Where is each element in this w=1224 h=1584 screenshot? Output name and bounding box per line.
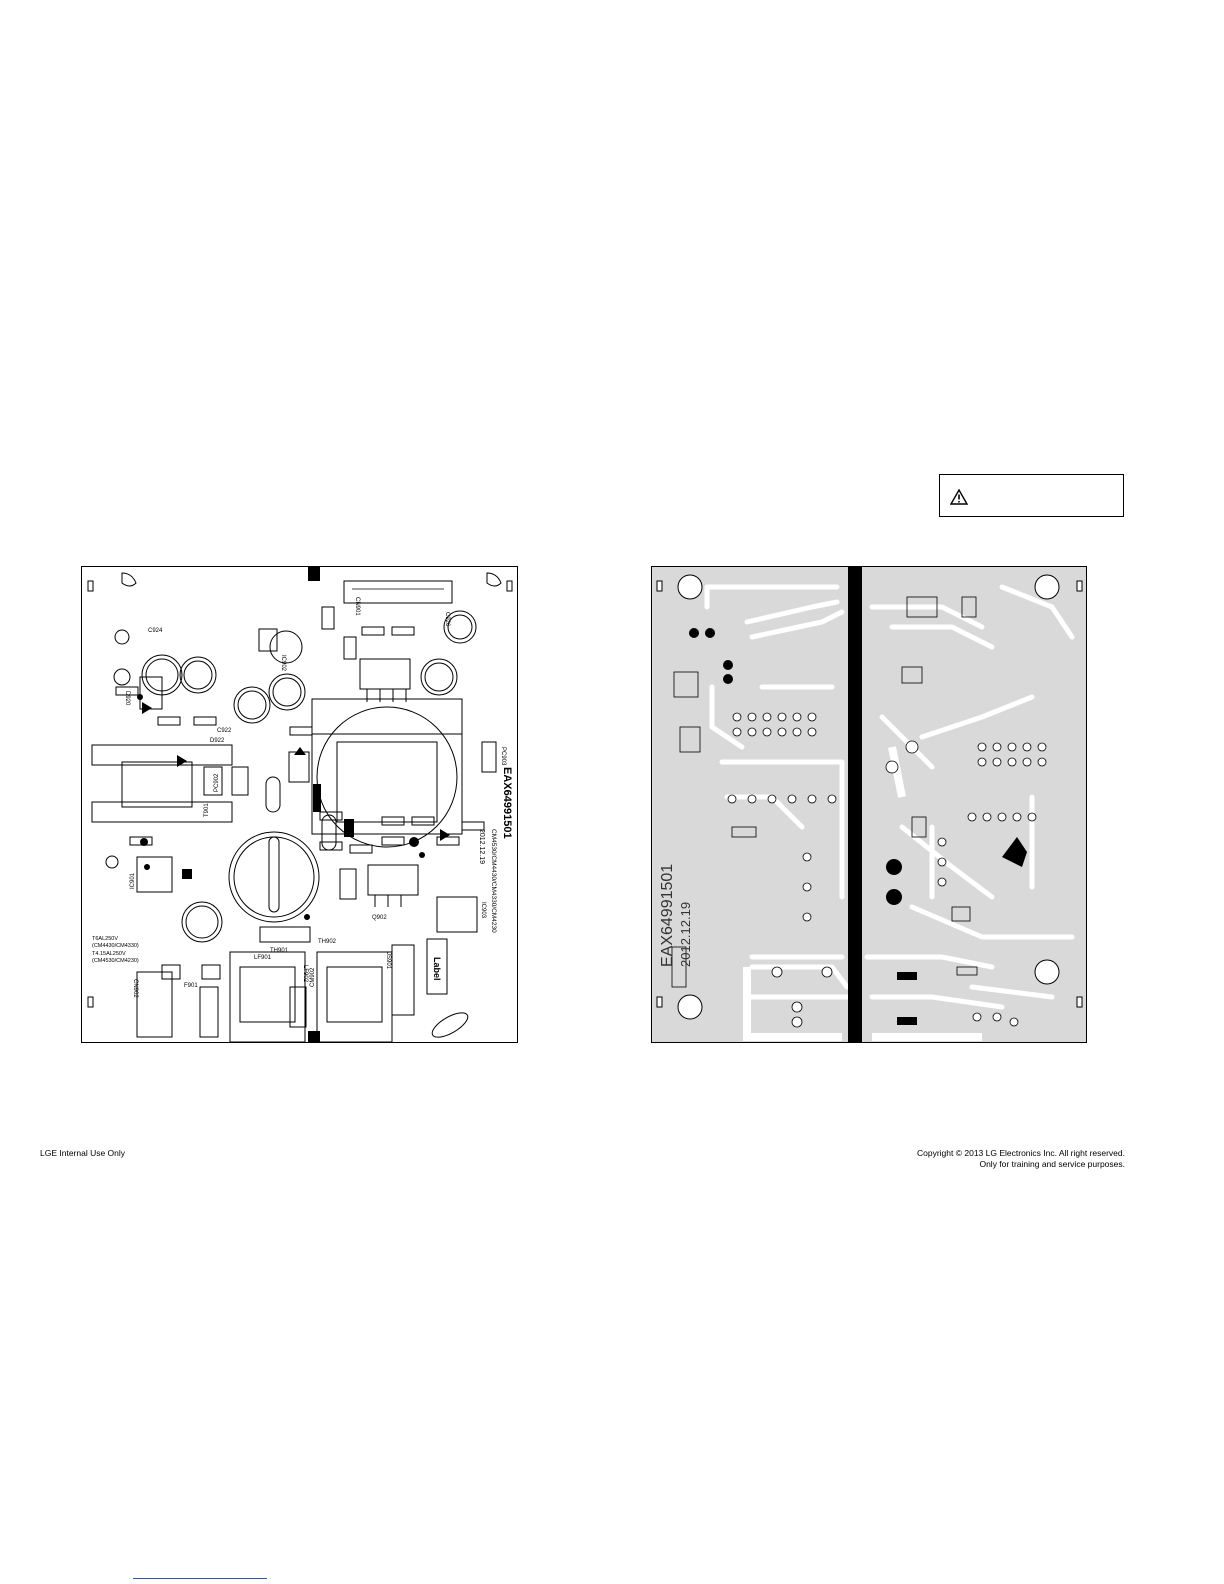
ref-label-lf901: LF901 [254, 955, 272, 961]
right-board-date: 2012.12.19 [678, 902, 693, 967]
ref-label-lf902: LF902 [302, 965, 308, 983]
ref-label-c924: C924 [148, 628, 163, 634]
right-board-part-number: EAX64991501 [659, 864, 676, 967]
pcb-component-side: EAX64991501 CM4530/CM4430/CM4330/CM4230 … [81, 566, 518, 1043]
warning-box [939, 474, 1124, 517]
ref-label-q902: Q902 [372, 915, 387, 921]
ref-label-js901: JS901 [385, 952, 391, 970]
ref-label-f901: F901 [184, 983, 198, 989]
bottom-link-underline [133, 1578, 267, 1579]
ref-label-ic902: IC902 [280, 655, 286, 672]
footer-copyright: Copyright © 2013 LG Electronics Inc. All… [917, 1148, 1125, 1158]
ref-label-th902: TH902 [318, 939, 337, 945]
left-board-part-number: EAX64991501 [501, 767, 513, 839]
ref-label-th901: TH901 [270, 948, 289, 954]
ref-label-ic901: IC901 [130, 872, 136, 889]
ref-label-cm902: CM902 [310, 967, 316, 987]
ref-label-cn901: CN901 [354, 597, 360, 616]
pcb-solder-layout: EAX64991501 2012.12.19 [656, 567, 1083, 1042]
footer-internal-use: LGE Internal Use Only [40, 1148, 126, 1158]
warning-triangle-icon [950, 489, 968, 505]
ref-label-d920: D920 [124, 691, 130, 706]
fuse-note-1-models: (CM4430/CM4330) [92, 943, 139, 949]
ref-label-d922: D922 [210, 738, 225, 744]
footer-purpose: Only for training and service purposes. [979, 1159, 1125, 1169]
ref-label-ic903: IC903 [480, 902, 486, 919]
pcb-solder-side: EAX64991501 2012.12.19 [651, 566, 1087, 1043]
left-board-date: 2012.12.19 [478, 829, 485, 864]
ref-label-c922: C922 [217, 728, 232, 734]
fuse-note-2-models: (CM4530/CM4230) [92, 958, 139, 964]
label-area: Label [432, 957, 442, 981]
ref-label-pc902: PC902 [214, 773, 220, 792]
ref-label-pc903: PC903 [500, 747, 506, 766]
pcb-component-layout: EAX64991501 CM4530/CM4430/CM4330/CM4230 … [87, 567, 513, 1042]
fuse-note-1: T6AL250V [92, 936, 118, 942]
left-board-models: CM4530/CM4430/CM4330/CM4230 [490, 829, 497, 933]
ref-label-t901: T901 [204, 803, 210, 817]
footer-copyright-block: Copyright © 2013 LG Electronics Inc. All… [917, 1148, 1125, 1170]
ref-label-c926: C926 [444, 612, 450, 627]
fuse-note-2: T4.15AL250V [92, 951, 126, 957]
ref-label-cn902: CN902 [132, 979, 138, 998]
